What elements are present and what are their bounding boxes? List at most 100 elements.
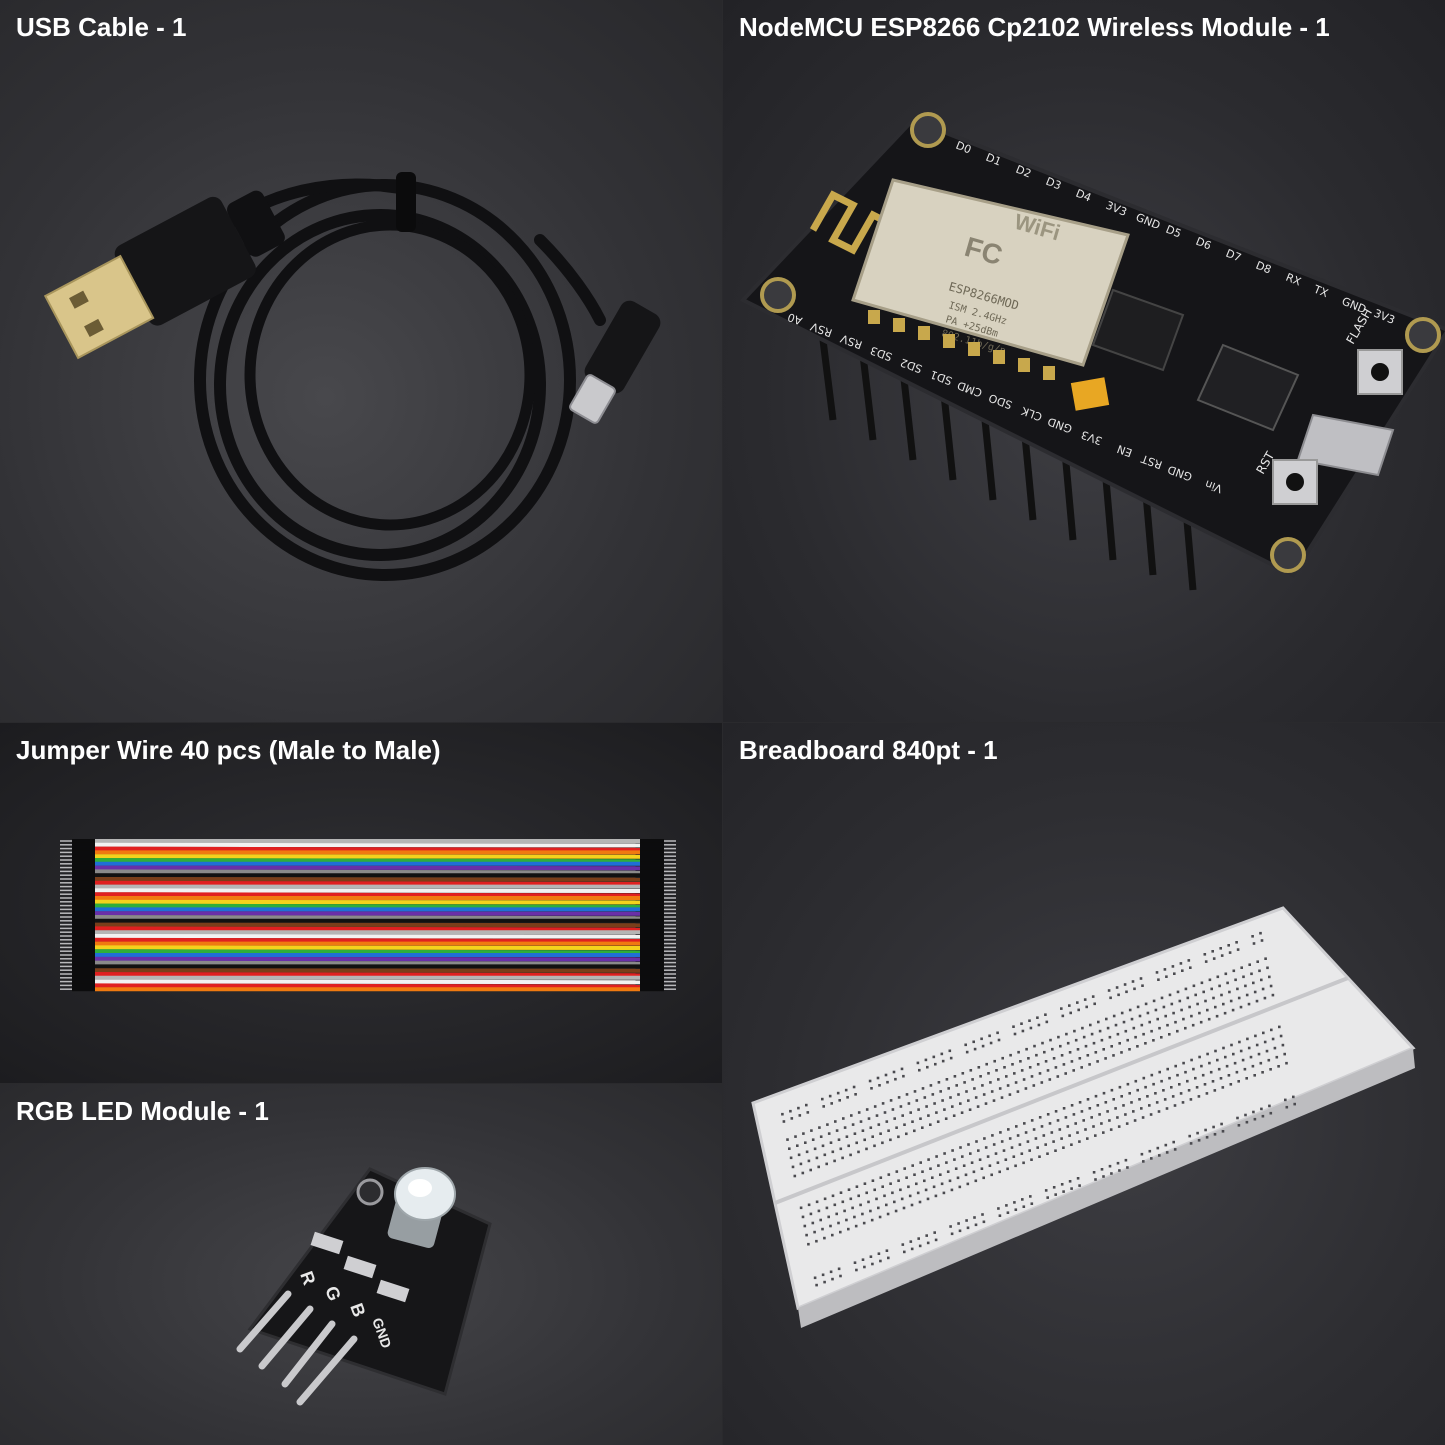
breadboard-hole bbox=[1102, 1175, 1105, 1178]
breadboard-hole bbox=[917, 1108, 920, 1111]
breadboard-hole bbox=[992, 1099, 996, 1102]
breadboard-hole bbox=[813, 1147, 817, 1151]
breadboard-hole bbox=[1015, 1125, 1018, 1128]
breadboard-hole bbox=[1090, 1116, 1093, 1119]
breadboard-hole bbox=[980, 1167, 984, 1170]
breadboard-hole bbox=[1076, 1131, 1079, 1134]
wire-connector-housing bbox=[72, 846, 95, 851]
breadboard-hole bbox=[878, 1084, 881, 1087]
breadboard-hole bbox=[845, 1218, 848, 1222]
breadboard-hole bbox=[1213, 1089, 1217, 1092]
breadboard-hole bbox=[962, 1164, 966, 1167]
esp-module-shield bbox=[851, 178, 1130, 367]
breadboard-hole bbox=[1236, 948, 1240, 951]
breadboard-hole bbox=[1094, 1134, 1097, 1137]
breadboard-hole bbox=[918, 1244, 922, 1248]
breadboard-hole bbox=[913, 1090, 917, 1093]
jumper-wire-label: Jumper Wire 40 pcs (Male to Male) bbox=[16, 735, 441, 765]
breadboard-hole bbox=[819, 1135, 823, 1138]
breadboard-hole bbox=[1068, 1180, 1072, 1183]
breadboard-hole bbox=[1036, 1146, 1039, 1149]
breadboard-hole bbox=[837, 1221, 840, 1225]
breadboard-hole bbox=[894, 1077, 897, 1081]
breadboard-hole bbox=[1056, 1119, 1060, 1122]
breadboard-hole bbox=[861, 1258, 865, 1261]
breadboard-hole bbox=[982, 1093, 986, 1096]
breadboard-hole bbox=[1215, 1014, 1219, 1018]
breadboard-hole bbox=[855, 1185, 859, 1188]
jumper-wire bbox=[94, 846, 641, 852]
jumper-wire bbox=[94, 854, 641, 859]
breadboard-hole bbox=[1081, 1026, 1084, 1030]
breadboard-hole bbox=[929, 1167, 932, 1170]
breadboard-hole bbox=[1226, 981, 1229, 985]
breadboard-hole bbox=[1054, 1110, 1058, 1113]
breadboard-hole bbox=[1186, 1079, 1189, 1083]
wire-connector-housing bbox=[640, 960, 664, 965]
breadboard-hole bbox=[1142, 1032, 1145, 1036]
breadboard-hole bbox=[908, 1194, 912, 1198]
breadboard-hole bbox=[964, 1173, 968, 1177]
breadboard-hole bbox=[988, 1034, 991, 1038]
breadboard-hole bbox=[1006, 1167, 1009, 1171]
breadboard-hole bbox=[823, 1236, 826, 1240]
svg-text:D4: D4 bbox=[1074, 187, 1093, 205]
breadboard-hole bbox=[1044, 1013, 1047, 1016]
breadboard-hole bbox=[831, 1150, 835, 1154]
breadboard-hole bbox=[873, 1144, 876, 1148]
breadboard-hole bbox=[833, 1203, 837, 1207]
breadboard-hole bbox=[889, 1138, 892, 1142]
breadboard-hole bbox=[969, 1069, 973, 1072]
breadboard-hole bbox=[923, 1096, 927, 1099]
breadboard-hole bbox=[871, 1135, 874, 1138]
breadboard-hole bbox=[1059, 1044, 1062, 1048]
breadboard-hole bbox=[949, 1225, 952, 1228]
breadboard-hole bbox=[1043, 1050, 1046, 1054]
breadboard-hole bbox=[834, 1120, 837, 1123]
jumper-wire bbox=[94, 937, 641, 943]
breadboard-hole bbox=[902, 1074, 905, 1078]
svg-text:A0: A0 bbox=[786, 310, 804, 327]
breadboard-hole bbox=[1028, 1149, 1031, 1152]
breadboard-hole bbox=[1028, 1066, 1032, 1069]
breadboard-hole bbox=[891, 1108, 895, 1111]
breadboard-hole bbox=[921, 1126, 924, 1129]
breadboard-hole bbox=[1178, 999, 1182, 1003]
wire-connector-housing bbox=[72, 850, 95, 855]
breadboard-hole bbox=[1020, 1152, 1024, 1155]
breadboard-hole bbox=[1092, 1125, 1095, 1128]
breadboard-hole bbox=[1098, 1113, 1101, 1116]
breadboard-hole bbox=[805, 1150, 809, 1154]
breadboard-hole bbox=[1108, 1164, 1112, 1168]
wire-connector-housing bbox=[640, 972, 664, 976]
micro-usb-connector bbox=[569, 300, 661, 424]
breadboard-hole bbox=[862, 1221, 866, 1225]
breadboard-hole bbox=[847, 1144, 850, 1148]
breadboard-hole bbox=[781, 1112, 784, 1116]
breadboard-hole bbox=[813, 1276, 817, 1280]
breadboard-hole bbox=[791, 1165, 795, 1169]
breadboard-hole bbox=[998, 1214, 1002, 1217]
breadboard-hole bbox=[1203, 953, 1207, 956]
breadboard-hole bbox=[1078, 1140, 1081, 1143]
breadboard-hole bbox=[942, 1191, 946, 1195]
breadboard-hole bbox=[1062, 1146, 1065, 1149]
breadboard-hole bbox=[905, 1132, 908, 1136]
breadboard-hole bbox=[1142, 1160, 1145, 1163]
breadboard-hole bbox=[823, 1197, 827, 1201]
breadboard-hole bbox=[945, 1161, 948, 1164]
breadboard-hole bbox=[1208, 1061, 1211, 1065]
breadboard-hole bbox=[857, 1194, 860, 1198]
breadboard-hole bbox=[1263, 996, 1267, 1000]
breadboard-hole bbox=[1020, 1022, 1023, 1025]
breadboard-hole bbox=[1078, 1057, 1082, 1060]
jumper-wire bbox=[94, 892, 641, 898]
breadboard-hole bbox=[1010, 1146, 1014, 1149]
breadboard-hole bbox=[825, 1162, 828, 1166]
breadboard-hole bbox=[916, 1061, 920, 1065]
breadboard-hole bbox=[1233, 1061, 1237, 1065]
breadboard-hole bbox=[829, 1141, 833, 1144]
breadboard-hole bbox=[991, 1134, 994, 1137]
breadboard-hole bbox=[939, 1173, 942, 1176]
breadboard-hole bbox=[817, 1165, 820, 1169]
